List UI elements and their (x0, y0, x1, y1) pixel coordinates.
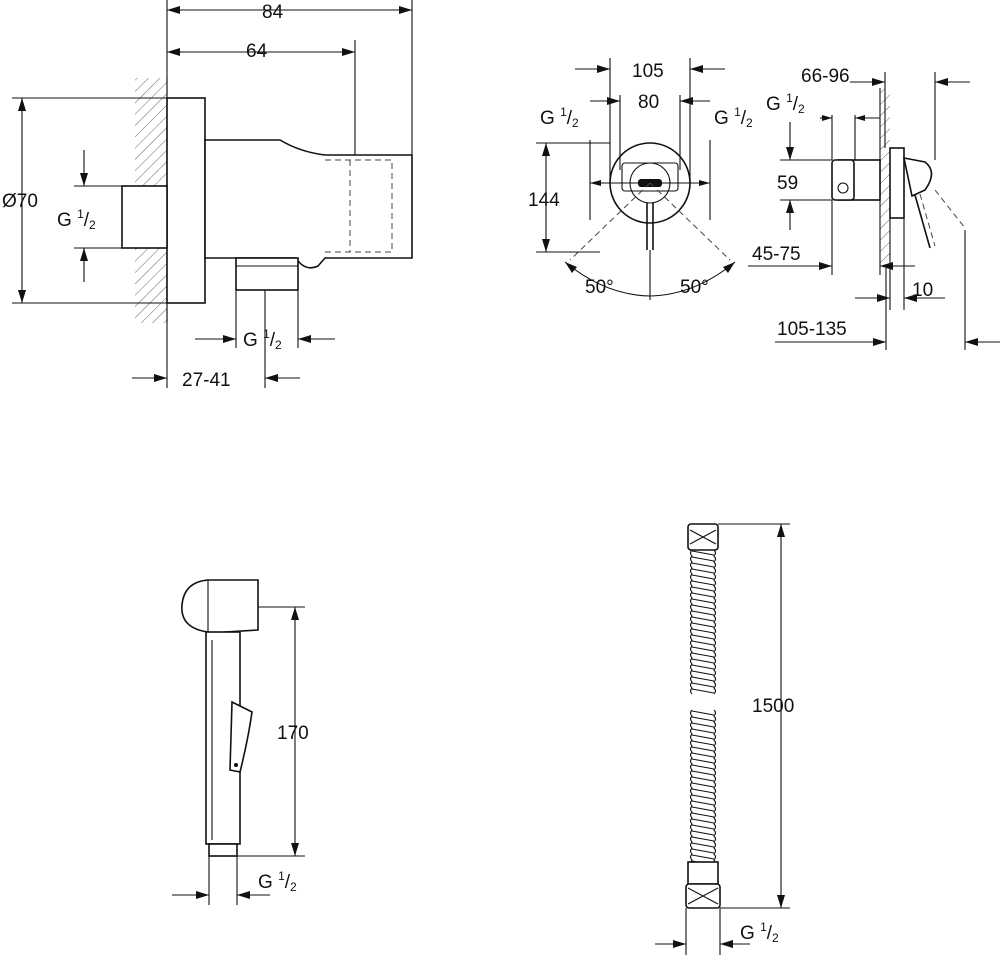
thread-right-label: G 1/2 (714, 105, 753, 130)
dim-105: 105 (632, 61, 664, 82)
hose-rib (691, 782, 715, 788)
hose-rib (691, 568, 715, 574)
hose-view: 1500 G 1/2 (655, 523, 794, 955)
side-plate (889, 147, 905, 219)
hose-rib (691, 676, 715, 682)
elbow-outlet (235, 257, 299, 291)
dim-170: 170 (277, 723, 309, 744)
side-knob (902, 156, 933, 198)
dim-64: 64 (246, 41, 268, 62)
side-thread-label: G 1/2 (766, 91, 805, 116)
hose-rib (691, 794, 715, 800)
hose-rib (691, 628, 715, 634)
hose-rib (691, 752, 715, 758)
hose-rib (691, 812, 715, 818)
hose-rib (691, 556, 715, 562)
hose-rib (691, 728, 715, 734)
hose-rib (691, 592, 715, 598)
hose-rib (691, 788, 715, 794)
hose-upper-segment (689, 549, 717, 695)
elbow-inlet (121, 185, 168, 249)
hose-rib (691, 562, 715, 568)
mixer-side-view: 66-96 G 1/2 59 45-75 10 (748, 66, 1000, 350)
thread-left-label: G 1/2 (540, 105, 579, 130)
dim-59: 59 (777, 173, 798, 194)
dim-144: 144 (528, 190, 560, 211)
hose-rib (691, 824, 715, 830)
hose-rib (691, 586, 715, 592)
hose-rib (691, 664, 715, 670)
hose-rib (691, 830, 715, 836)
hose-rib (691, 574, 715, 580)
hose-rib (691, 776, 715, 782)
hose-rib (691, 652, 715, 658)
dim-105-135: 105-135 (777, 319, 847, 340)
angle-left: 50° (585, 277, 614, 298)
dim-80: 80 (638, 92, 659, 113)
shower-trigger (229, 700, 253, 773)
elbow-flange (166, 97, 206, 304)
hose-rib (691, 598, 715, 604)
dim-45-75: 45-75 (752, 244, 801, 265)
hose-rib (691, 800, 715, 806)
hose-rib (691, 670, 715, 676)
inlet-thread-label: G 1/2 (57, 207, 96, 232)
outlet-thread-label: G 1/2 (243, 327, 282, 352)
hose-rib (691, 740, 715, 746)
hose-edge (713, 709, 717, 867)
hose-rib (691, 616, 715, 622)
dim-66-96: 66-96 (801, 66, 850, 87)
dim-27-41: 27-41 (182, 370, 231, 391)
hose-rib (691, 610, 715, 616)
hose-rib (691, 710, 715, 716)
hose-rib (691, 716, 715, 722)
dim-1500: 1500 (752, 696, 794, 717)
shower-thread-label: G 1/2 (258, 869, 297, 894)
wall-elbow-view: 84 64 Ø70 G 1/2 G 1/2 (2, 0, 413, 391)
hose-rib (691, 580, 715, 586)
hose-rib (691, 734, 715, 740)
hose-thread-label: G 1/2 (740, 920, 779, 945)
hose-rib (691, 848, 715, 854)
mixer-front-view: 105 80 G 1/2 G 1/2 144 50° 50° (528, 58, 753, 300)
hose-rib (691, 758, 715, 764)
elbow-body (204, 139, 413, 269)
hose-rib (691, 770, 715, 776)
shower-head (181, 579, 259, 634)
hose-rib (691, 622, 715, 628)
hose-rib (691, 640, 715, 646)
hose-edge (689, 709, 693, 867)
hose-rib (691, 836, 715, 842)
hose-rib (691, 646, 715, 652)
hose-rib (691, 746, 715, 752)
hose-rib (691, 722, 715, 728)
hose-rib (691, 658, 715, 664)
hose-rib (691, 682, 715, 688)
hose-rib (691, 634, 715, 640)
hose-lower-segment (689, 709, 717, 867)
hose-bottom-nut-collar (687, 861, 719, 885)
hose-rib (691, 854, 715, 860)
shower-connector (208, 843, 238, 857)
hose-rib (691, 818, 715, 824)
side-wall-hatch (880, 88, 890, 268)
angle-right: 50° (680, 277, 709, 298)
hose-rib (691, 806, 715, 812)
dim-84: 84 (262, 2, 284, 23)
hose-edge (689, 549, 693, 695)
hose-rib (691, 604, 715, 610)
dim-10: 10 (912, 280, 933, 301)
hose-edge (713, 549, 717, 695)
hose-rib (691, 764, 715, 770)
hose-rib (691, 550, 715, 556)
dim-diameter-70: Ø70 (2, 191, 38, 212)
hose-rib (691, 842, 715, 848)
hose-rib (691, 688, 715, 694)
hand-shower-view: 170 G 1/2 (172, 579, 309, 905)
